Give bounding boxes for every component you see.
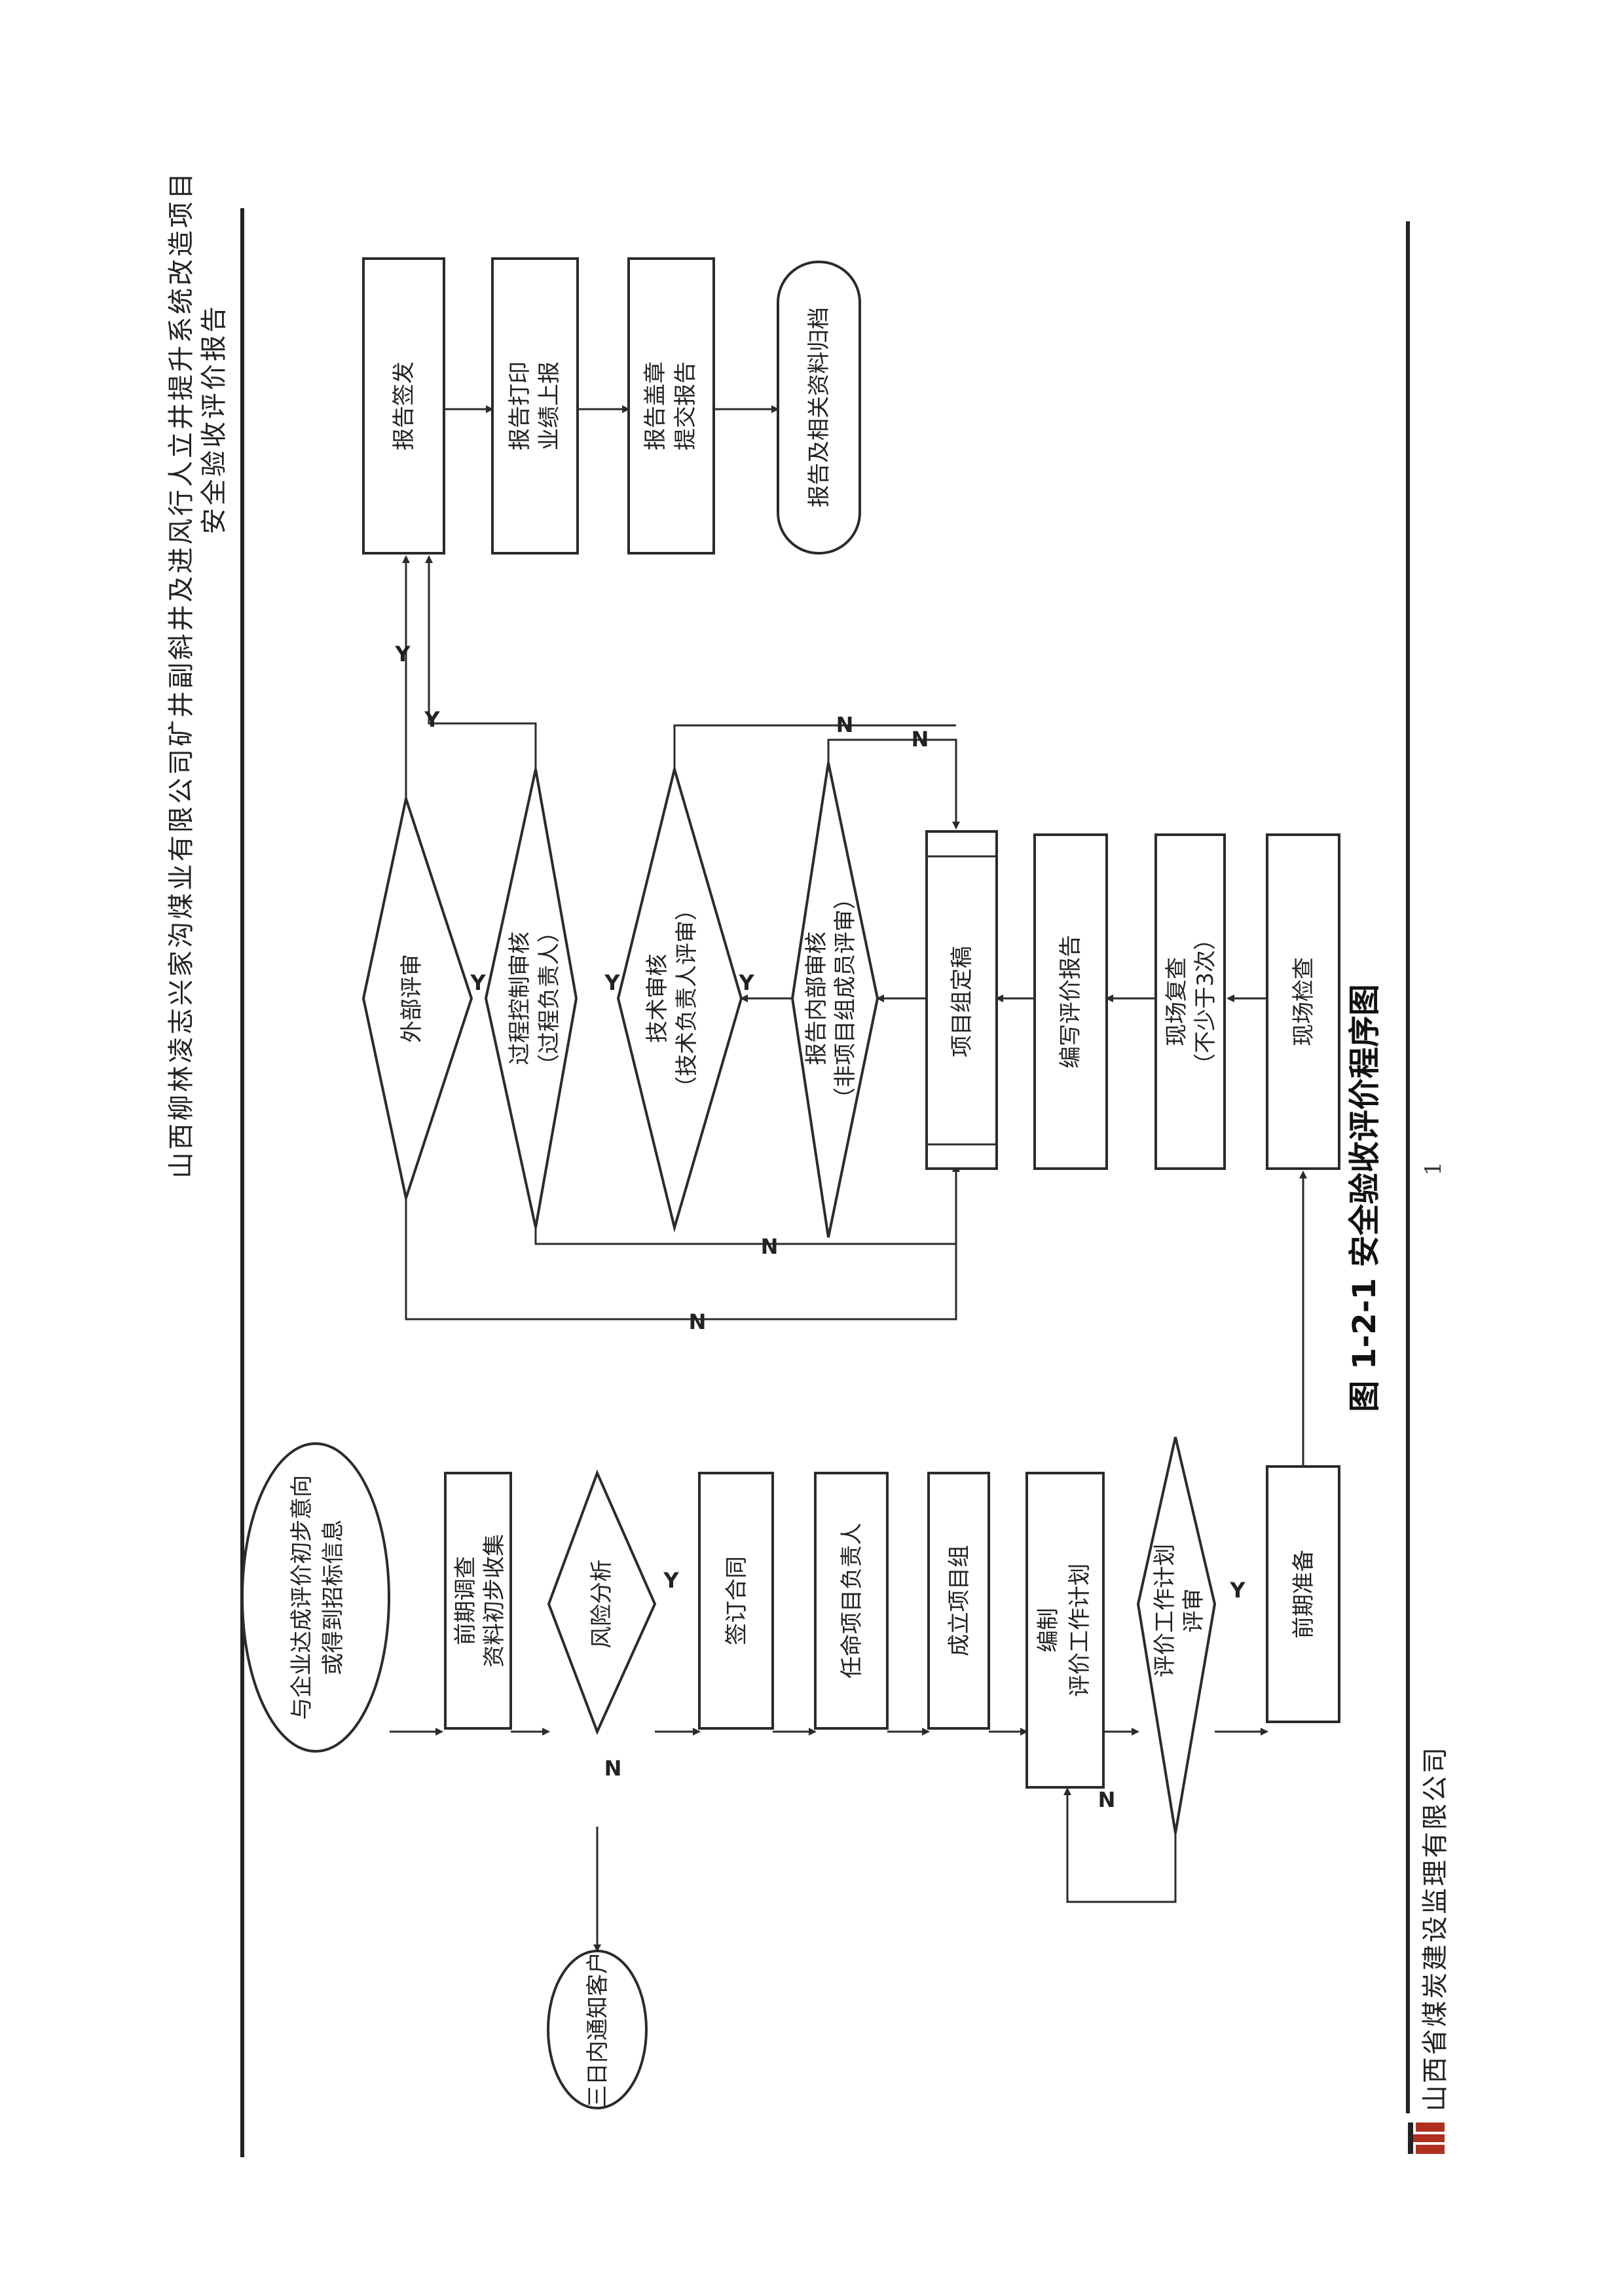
risk-node: 风险分析 xyxy=(547,1469,657,1736)
svg-text:报告及相关资料归档: 报告及相关资料归档 xyxy=(806,307,832,507)
svg-text:成立项目组: 成立项目组 xyxy=(946,1545,972,1656)
issue-node: 报告签发 xyxy=(362,257,445,555)
svg-text:签订合同: 签订合同 xyxy=(724,1556,750,1645)
appoint-node: 任命项目负责人 xyxy=(814,1472,889,1730)
svg-text:报告签发: 报告签发 xyxy=(391,361,417,450)
svg-text:三日内通知客户: 三日内通知客户 xyxy=(585,1952,611,2107)
contract-node: 签订合同 xyxy=(698,1472,774,1730)
footer-company: 山西省煤炭建设监理有限公司 xyxy=(1420,1745,1450,2111)
svg-text:（不少于3次）: （不少于3次） xyxy=(1192,928,1219,1076)
svg-text:风险分析: 风险分析 xyxy=(589,1559,615,1649)
edge-labels: Y N Y N Y N Y N Y N Y N Y xyxy=(394,642,1246,1812)
svg-text:编写评价报告: 编写评价报告 xyxy=(1058,935,1084,1068)
external-review-node: 外部评审 xyxy=(361,793,473,1203)
site-check-node: 现场检查 xyxy=(1266,833,1340,1170)
tech-review-node: 技术审核 （技术负责人评审） xyxy=(616,764,743,1233)
connectors xyxy=(390,405,1307,1952)
svg-text:现场检查: 现场检查 xyxy=(1291,957,1317,1046)
team-node: 成立项目组 xyxy=(927,1472,990,1730)
svg-text:编制: 编制 xyxy=(1035,1608,1061,1652)
plan-review-yes-label: Y xyxy=(1229,1578,1246,1603)
external-yes-label: Y xyxy=(424,707,440,732)
internal-review-node: 报告内部审核 （非项目组成员评审） xyxy=(790,762,879,1238)
svg-text:前期调查: 前期调查 xyxy=(452,1556,479,1645)
header-line-1: 山西柳林凌志兴家沟煤业有限公司矿井副斜井及进风行人立井提升系统改造项目 xyxy=(166,170,196,1178)
svg-text:提交报告: 提交报告 xyxy=(673,361,699,450)
svg-text:或得到招标信息: 或得到招标信息 xyxy=(320,1520,346,1675)
external-yes-label-2: Y xyxy=(394,642,411,666)
write-report-node: 编写评价报告 xyxy=(1033,833,1108,1170)
internal-yes-label: Y xyxy=(738,970,754,995)
svg-text:评价工作计划: 评价工作计划 xyxy=(1152,1544,1178,1677)
svg-text:业绩上报: 业绩上报 xyxy=(536,361,563,450)
page-number: 1 xyxy=(1420,1161,1447,1176)
svg-text:技术审核: 技术审核 xyxy=(644,954,671,1043)
print-node: 报告打印 业绩上报 xyxy=(491,257,579,555)
svg-text:资料初步收集: 资料初步收集 xyxy=(481,1534,507,1667)
svg-text:过程控制审核: 过程控制审核 xyxy=(507,932,533,1065)
external-no-label: N xyxy=(689,1309,707,1334)
risk-no-label: N xyxy=(604,1756,622,1781)
svg-text:外部评审: 外部评审 xyxy=(399,954,425,1043)
plan-node: 编制 评价工作计划 xyxy=(1025,1472,1105,1789)
svg-text:（非项目组成员评审）: （非项目组成员评审） xyxy=(832,887,858,1110)
process-no-label: N xyxy=(761,1234,779,1259)
svg-text:评价工作计划: 评价工作计划 xyxy=(1067,1563,1093,1697)
prep-node: 前期准备 xyxy=(1266,1465,1340,1723)
svg-text:任命项目负责人: 任命项目负责人 xyxy=(839,1523,865,1679)
svg-text:报告盖章: 报告盖章 xyxy=(642,361,669,450)
svg-text:报告打印: 报告打印 xyxy=(507,361,533,450)
page-header: 山西柳林凌志兴家沟煤业有限公司矿井副斜井及进风行人立井提升系统改造项目 安全验收… xyxy=(166,170,244,2157)
archive-node: 报告及相关资料归档 xyxy=(777,261,861,555)
svg-text:项目组定稿: 项目组定稿 xyxy=(949,946,975,1057)
plan-review-node: 评价工作计划 评审 xyxy=(1136,1436,1217,1834)
notify-node: 三日内通知客户 xyxy=(547,1950,648,2109)
site-recheck-node: 现场复查 （不少于3次） xyxy=(1154,833,1226,1170)
start-info-node: 与企业达成评价初步意向 或得到招标信息 xyxy=(241,1442,390,1753)
svg-text:（技术负责人评审）: （技术负责人评审） xyxy=(674,898,700,1099)
plan-review-no-label: N xyxy=(1098,1787,1116,1812)
internal-no-label: N xyxy=(912,727,929,752)
company-logo xyxy=(1408,2123,1445,2154)
svg-text:与企业达成评价初步意向: 与企业达成评价初步意向 xyxy=(289,1475,315,1720)
svg-text:现场复查: 现场复查 xyxy=(1164,957,1190,1046)
svg-text:前期准备: 前期准备 xyxy=(1291,1550,1317,1639)
stamp-node: 报告盖章 提交报告 xyxy=(627,257,715,555)
collect-node: 前期调查 资料初步收集 xyxy=(444,1472,512,1730)
page-footer: 山西省煤炭建设监理有限公司 1 xyxy=(1406,221,1450,2154)
risk-yes-label: Y xyxy=(663,1568,679,1593)
finalize-node: 项目组定稿 xyxy=(925,830,998,1170)
header-line-2: 安全验收评价报告 xyxy=(199,304,229,534)
process-review-node: 过程控制审核 （过程负责人） xyxy=(484,769,578,1228)
process-yes-label: Y xyxy=(470,970,486,995)
tech-yes-label: Y xyxy=(604,970,620,995)
tech-no-label: N xyxy=(836,712,854,737)
svg-text:报告内部审核: 报告内部审核 xyxy=(803,932,830,1065)
figure-caption: 图 1-2-1 安全验收评价程序图 xyxy=(1346,984,1383,1412)
svg-text:（过程负责人）: （过程负责人） xyxy=(536,920,563,1076)
svg-text:评审: 评审 xyxy=(1181,1588,1207,1633)
